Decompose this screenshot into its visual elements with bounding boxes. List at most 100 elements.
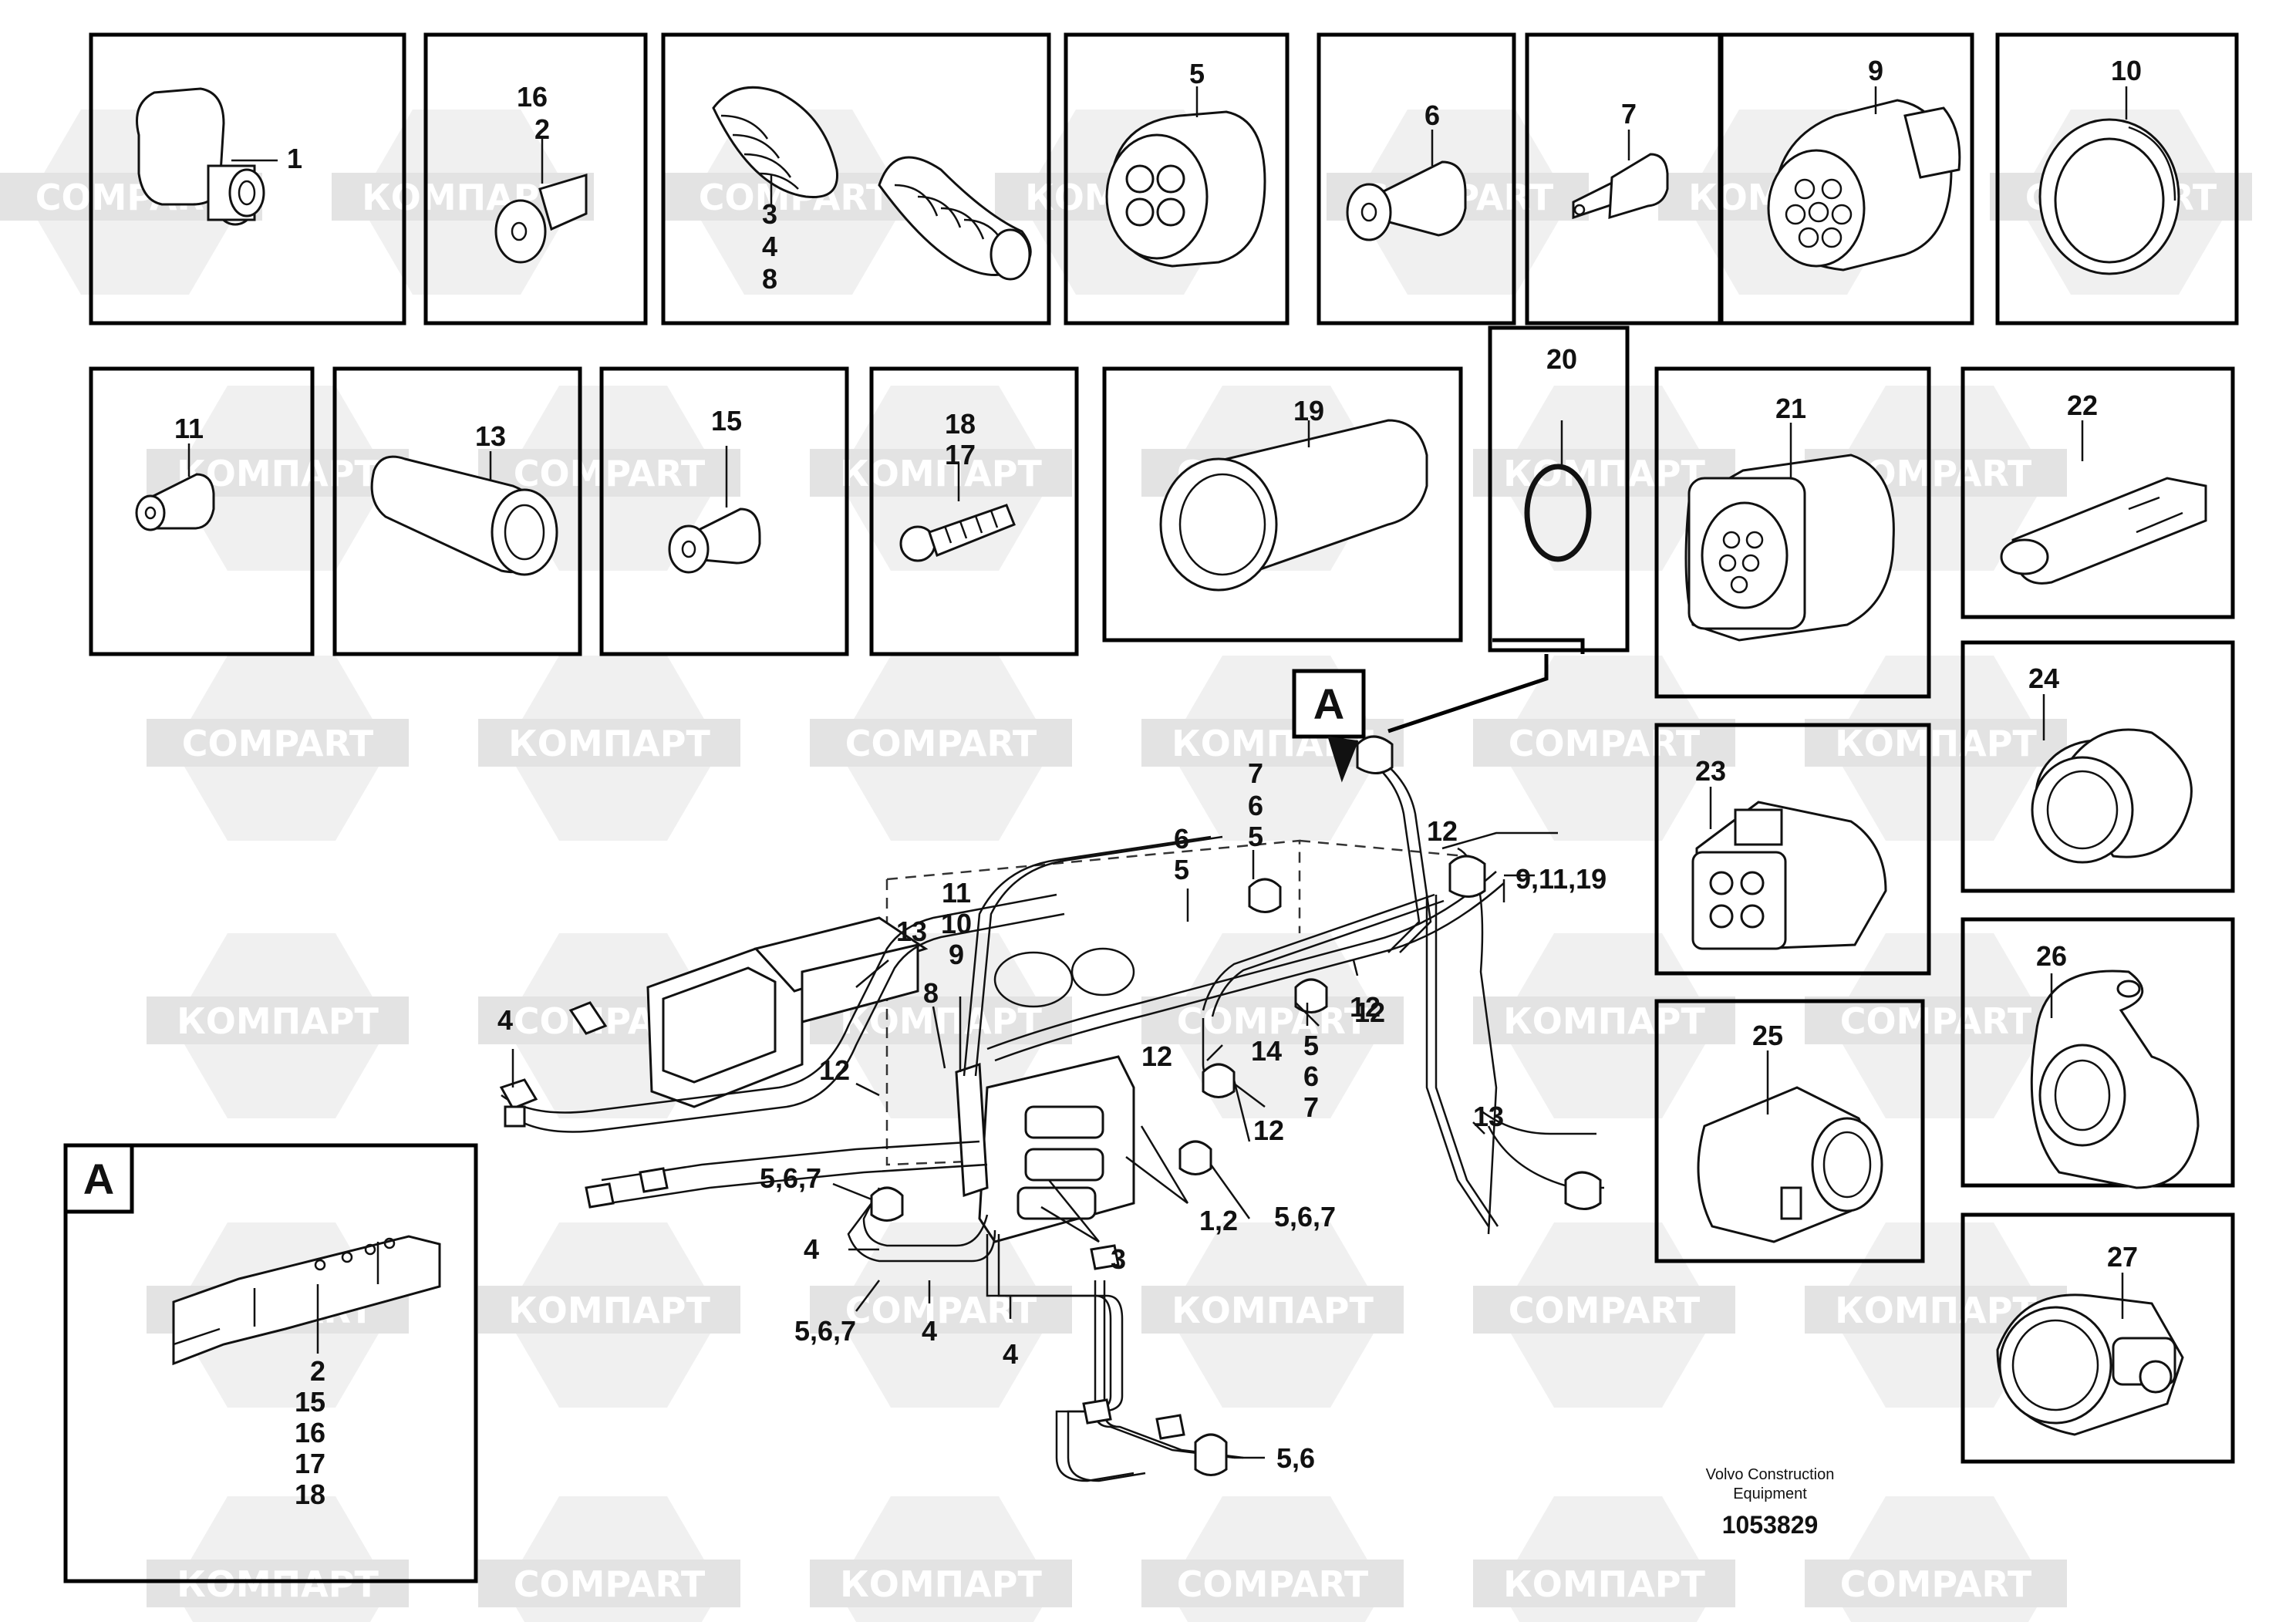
seal-icon — [668, 508, 761, 574]
callout-number: 6 — [1303, 1061, 1319, 1092]
part-label: 5 — [1189, 58, 1205, 89]
watermark-text: COMPART — [1509, 1290, 1701, 1331]
part-box-2: 16 2 — [423, 32, 648, 325]
part-label: 20 — [1546, 343, 1577, 375]
callout-number: 5 — [1174, 854, 1189, 885]
callout-number: 12 — [1427, 815, 1458, 847]
part-label: 15 — [711, 405, 742, 437]
part-box-9: 11 — [89, 366, 315, 656]
watermark-logo: КОМПАРТ — [478, 1222, 740, 1408]
watermark-text: COMPART — [514, 453, 706, 494]
watermark-text: COMPART — [1840, 1563, 2032, 1605]
plug-seal-icon — [136, 87, 265, 226]
part-label: 17 — [945, 439, 976, 470]
part-label: 15 — [295, 1386, 325, 1418]
rectangular-connector-icon — [1691, 801, 1887, 950]
watermark-logo: COMPART — [1473, 1222, 1735, 1408]
callout-number: 4 — [922, 1315, 937, 1347]
callout-number: 5 — [1248, 821, 1263, 852]
watermark-text: КОМПАРТ — [508, 723, 710, 764]
elbow-connector-icon — [1996, 1293, 2184, 1436]
watermark-logo: КОМПАРТ — [478, 656, 740, 841]
part-label: 13 — [475, 420, 506, 452]
callout-number: 5,6,7 — [794, 1315, 856, 1347]
watermark-logo: COMPART — [478, 1496, 740, 1622]
locking-ring-icon — [2038, 118, 2180, 275]
watermark-logo: COMPART — [1805, 933, 2067, 1118]
part-label: 10 — [2111, 55, 2142, 86]
part-label: 8 — [762, 263, 777, 295]
part-label: 26 — [2036, 940, 2067, 972]
watermark-logo: КОМПАРТ — [147, 1496, 409, 1622]
o-ring-icon — [1524, 464, 1592, 562]
watermark-logo: COMPART — [1141, 1496, 1404, 1622]
part-box-11: 15 — [599, 366, 849, 656]
connector-body-icon — [1697, 1086, 1883, 1243]
main-labels: 7 6 5 6 5 12 9,11,19 11 10 9 13 8 4 12 1… — [497, 757, 1607, 1474]
part-box-13: 19 — [1102, 366, 1463, 642]
watermark-text: КОМПАРТ — [177, 1000, 379, 1042]
part-label: 22 — [2067, 389, 2098, 421]
watermark-text: КОМПАРТ — [840, 453, 1042, 494]
callout-number: 5,6,7 — [1274, 1201, 1336, 1233]
watermark-logo: КОМПАРТ — [1473, 933, 1735, 1118]
part-box-1: 1 — [89, 32, 406, 325]
main-assembly — [499, 735, 1604, 1482]
watermark-layer: COMPART КОМПАРТ COMPART КОМПАРТ COMPART КОМПА… — [0, 110, 2252, 1622]
bellows-icon — [712, 86, 1032, 281]
callout-number: 4 — [804, 1233, 819, 1265]
part-box-5: 6 — [1317, 32, 1516, 325]
part-label: 23 — [1695, 755, 1726, 787]
callout-number: 3 — [1111, 1243, 1126, 1275]
document-footer: Volvo Construction Equipment 1053829 — [1706, 1466, 1835, 1539]
detail-view-a: A 2 15 16 17 18 — [63, 1143, 478, 1583]
part-label: 18 — [945, 408, 976, 440]
watermark-text: COMPART — [1840, 1000, 2032, 1042]
watermark-logo: КОМПАРТ — [810, 933, 1072, 1118]
callout-tag: A — [1313, 679, 1344, 728]
document-number: 1053829 — [1722, 1511, 1819, 1539]
seal-icon — [1346, 160, 1467, 241]
part-box-18: 24 — [1961, 640, 2235, 893]
part-box-17: 23 — [1654, 723, 1931, 976]
callout-number: 5,6 — [1276, 1442, 1315, 1474]
part-box-7: 9 — [1719, 32, 1974, 325]
screw-icon — [899, 504, 1016, 562]
watermark-text: КОМПАРТ — [1835, 1290, 2037, 1331]
watermark-text: КОМПАРТ — [840, 1563, 1042, 1605]
detail-tag-box — [63, 1143, 134, 1214]
watermark-text: COMPART — [514, 1563, 706, 1605]
part-label: 21 — [1775, 393, 1806, 424]
watermark-text: КОМПАРТ — [1503, 1563, 1705, 1605]
part-label: 9 — [1868, 55, 1883, 86]
watermark-logo: COMPART — [810, 656, 1072, 841]
part-label: 17 — [295, 1448, 325, 1479]
watermark-text: COMPART — [1177, 1000, 1369, 1042]
part-label: 25 — [1752, 1020, 1783, 1051]
watermark-logo: КОМПАРТ — [147, 933, 409, 1118]
watermark-text: КОМПАРТ — [1503, 453, 1705, 494]
flanged-bushing-icon — [2030, 969, 2200, 1189]
part-box-14: 20 — [1488, 325, 1630, 653]
company-name: Volvo Construction — [1706, 1466, 1835, 1483]
callout-number: 12 — [1253, 1114, 1284, 1146]
watermark-logo: КОМПАРТ — [1473, 1496, 1735, 1622]
boot-icon — [370, 455, 558, 576]
flange-connector-icon — [1684, 454, 1895, 642]
callout-number: 4 — [497, 1004, 513, 1036]
pin-icon — [1572, 153, 1669, 220]
part-box-4: 5 — [1064, 32, 1290, 325]
part-label: 24 — [2028, 663, 2059, 694]
part-label: 27 — [2107, 1241, 2138, 1273]
part-box-19: 25 — [1654, 999, 1925, 1263]
callout-number: 12 — [1354, 996, 1385, 1028]
watermark-text: КОМПАРТ — [1835, 723, 2037, 764]
watermark-text: КОМПАРТ — [508, 1290, 710, 1331]
callout-number: 7 — [1248, 757, 1263, 789]
part-box-16: 22 — [1961, 366, 2235, 619]
part-box-10: 13 — [332, 366, 582, 656]
callout-number: 6 — [1174, 823, 1189, 855]
part-box-12: 18 17 — [869, 366, 1079, 656]
plug-housing-icon — [1159, 419, 1428, 592]
callout-number: 12 — [819, 1054, 850, 1086]
